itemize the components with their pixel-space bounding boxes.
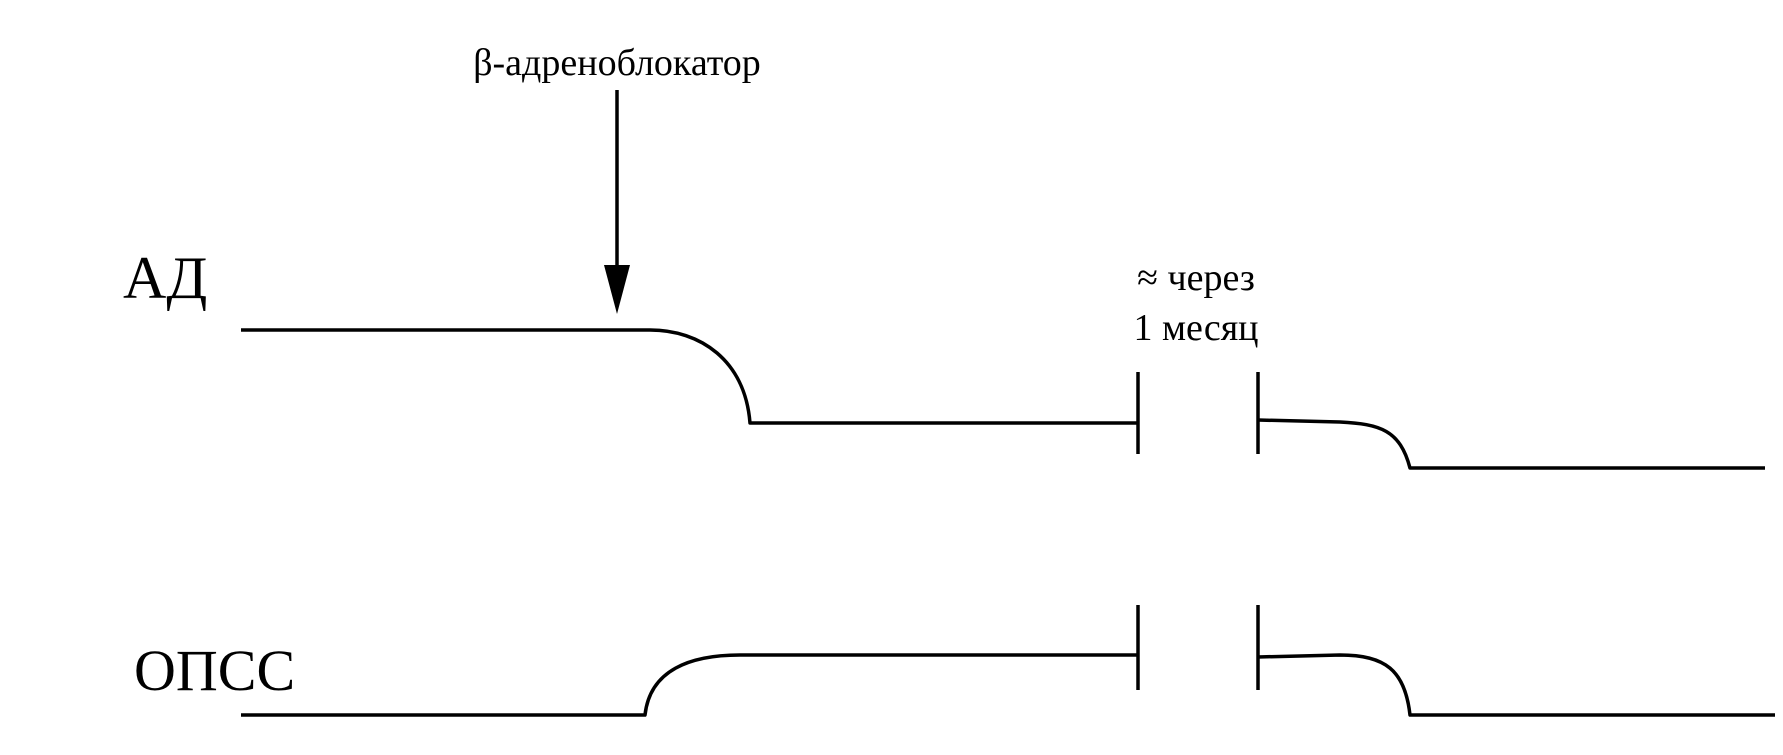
trace-label-ad: АД xyxy=(123,245,207,311)
trace-label-opss: ОПСС xyxy=(134,638,295,703)
intervention-arrow-head xyxy=(604,265,630,314)
intervention-label: β-адреноблокатор xyxy=(473,42,761,84)
trace-ad-before-break xyxy=(241,328,1138,425)
trace-opss-before-break xyxy=(241,653,1138,717)
trace-ad-after-break xyxy=(1257,418,1765,470)
time-gap-label-line2: 1 месяц xyxy=(1133,307,1258,349)
time-gap-label-line1: ≈ через xyxy=(1137,257,1255,299)
trace-opss-after-break xyxy=(1257,653,1775,717)
